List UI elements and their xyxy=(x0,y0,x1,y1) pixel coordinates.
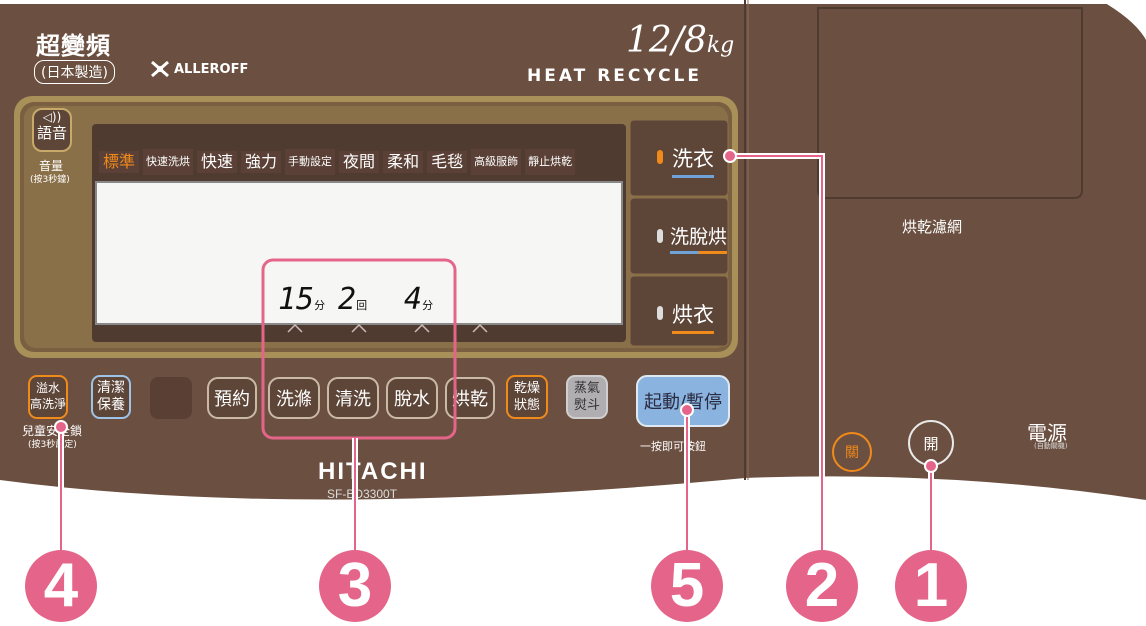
callout-4: 4 xyxy=(25,550,97,622)
wash-mode-button[interactable]: 洗衣 xyxy=(672,143,714,178)
program-item: 強力 xyxy=(241,151,282,173)
speaker-icon: ◁)) xyxy=(42,110,62,124)
model-number: SF-BD3300T xyxy=(327,487,398,501)
dry-mode-button[interactable]: 烘衣 xyxy=(672,299,714,334)
clean-maintenance-button[interactable]: 清潔保養 xyxy=(91,375,131,419)
program-list: 標準快速洗烘快速強力手動設定夜間柔和毛毯高級服飾靜止烘乾 xyxy=(99,149,576,175)
program-item: 標準 xyxy=(99,151,140,173)
chevron-up-icon xyxy=(287,324,303,333)
program-item: 快速 xyxy=(197,151,238,173)
callout-3: 3 xyxy=(319,550,391,622)
voice-volume-button[interactable]: ◁)) 語音 xyxy=(32,108,72,152)
blank-button xyxy=(150,377,192,419)
steam-iron-button[interactable]: 蒸氣熨斗 xyxy=(566,375,608,419)
made-in-japan: (日本製造) xyxy=(34,60,115,84)
power-subtitle: (自動關機) xyxy=(1034,442,1068,450)
wash-time-readout: 15分 xyxy=(278,282,326,317)
chevron-up-icon xyxy=(414,324,430,333)
callout-5: 5 xyxy=(651,550,723,622)
overflow-wash-button[interactable]: 溢水高洗淨 xyxy=(28,375,68,419)
program-item: 快速洗烘 xyxy=(143,149,194,175)
power-off-button[interactable]: 關 xyxy=(832,432,872,472)
program-item: 高級服飾 xyxy=(471,149,522,175)
wash-mode-indicator xyxy=(657,150,663,164)
wash-dry-mode-button[interactable]: 洗脫烘 xyxy=(670,222,728,254)
spin-time-readout: 4分 xyxy=(404,282,434,317)
callout-2: 2 xyxy=(786,550,858,622)
model-title: 超變頻 xyxy=(36,32,111,60)
start-pause-button[interactable]: 起動/暫停 xyxy=(636,375,730,427)
wash-dry-mode-indicator xyxy=(657,229,663,243)
dry-mode-indicator xyxy=(657,306,663,320)
rinse-button[interactable]: 清洗 xyxy=(327,377,379,419)
reserve-button[interactable]: 預約 xyxy=(207,377,257,419)
hitachi-logo: HITACHI xyxy=(318,458,428,485)
program-item: 毛毯 xyxy=(427,151,468,173)
alleroff-logo-icon xyxy=(150,60,170,78)
dry-button[interactable]: 烘乾 xyxy=(445,377,495,419)
program-item: 手動設定 xyxy=(285,149,336,175)
volume-hint: (按3秒鐘) xyxy=(30,175,70,185)
control-panel: 超變頻 (日本製造) ALLEROFF 12/8kg HEAT RECYCLE … xyxy=(0,0,1146,515)
chevron-up-icon xyxy=(472,324,488,333)
rinse-count-readout: 2回 xyxy=(338,282,368,317)
heat-recycle: HEAT RECYCLE xyxy=(527,66,702,86)
program-item: 靜止烘乾 xyxy=(525,149,576,175)
wash-button[interactable]: 洗滌 xyxy=(268,377,320,419)
filter-label: 烘乾濾網 xyxy=(902,218,963,236)
program-item: 夜間 xyxy=(339,151,380,173)
capacity: 12/8kg xyxy=(626,20,735,61)
callout-1: 1 xyxy=(895,550,967,622)
chevron-up-icon xyxy=(351,324,367,333)
spin-button[interactable]: 脫水 xyxy=(386,377,438,419)
child-lock-hint: (按3秒設定) xyxy=(28,440,77,450)
power-title: 電源 xyxy=(1027,421,1067,445)
volume-label: 音量 xyxy=(39,159,64,173)
alleroff-label: ALLEROFF xyxy=(174,62,249,77)
dry-state-button[interactable]: 乾燥狀態 xyxy=(506,375,548,419)
program-item: 柔和 xyxy=(383,151,424,173)
